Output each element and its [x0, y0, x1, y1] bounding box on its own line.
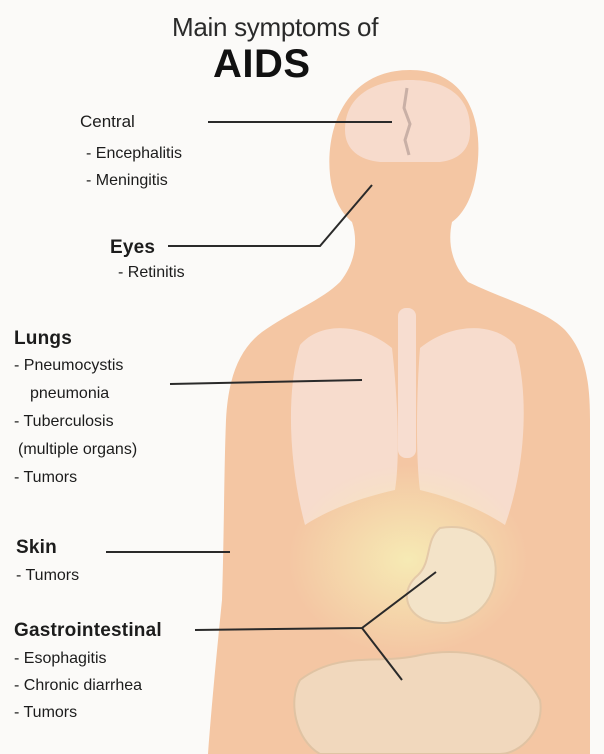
lungs-item-tuberculosis: - Tuberculosis [14, 413, 114, 431]
gastrointestinal-heading: Gastrointestinal [14, 620, 162, 642]
title-line-2: AIDS [213, 42, 311, 87]
central-item-encephalitis: - Encephalitis [86, 145, 182, 163]
skin-item-tumors: - Tumors [16, 567, 79, 585]
gastrointestinal-item-tumors: - Tumors [14, 704, 77, 722]
trachea-shape [398, 308, 416, 458]
skin-heading: Skin [16, 537, 57, 559]
lungs-heading: Lungs [14, 328, 72, 350]
lungs-item-multiple-organs: (multiple organs) [18, 441, 137, 459]
gastrointestinal-item-esophagitis: - Esophagitis [14, 650, 107, 668]
lungs-item-tumors: - Tumors [14, 469, 77, 487]
gastrointestinal-item-chronic-diarrhea: - Chronic diarrhea [14, 677, 142, 695]
central-heading: Central [80, 112, 135, 132]
eyes-heading: Eyes [110, 237, 155, 259]
central-item-meningitis: - Meningitis [86, 172, 168, 190]
eyes-item-retinitis: - Retinitis [118, 264, 185, 282]
title-line-1: Main symptoms of [172, 12, 378, 43]
intestine-shape [294, 652, 540, 754]
lungs-item-pneumocystis: - Pneumocystis [14, 357, 123, 375]
lungs-item-pneumonia: pneumonia [30, 385, 109, 403]
